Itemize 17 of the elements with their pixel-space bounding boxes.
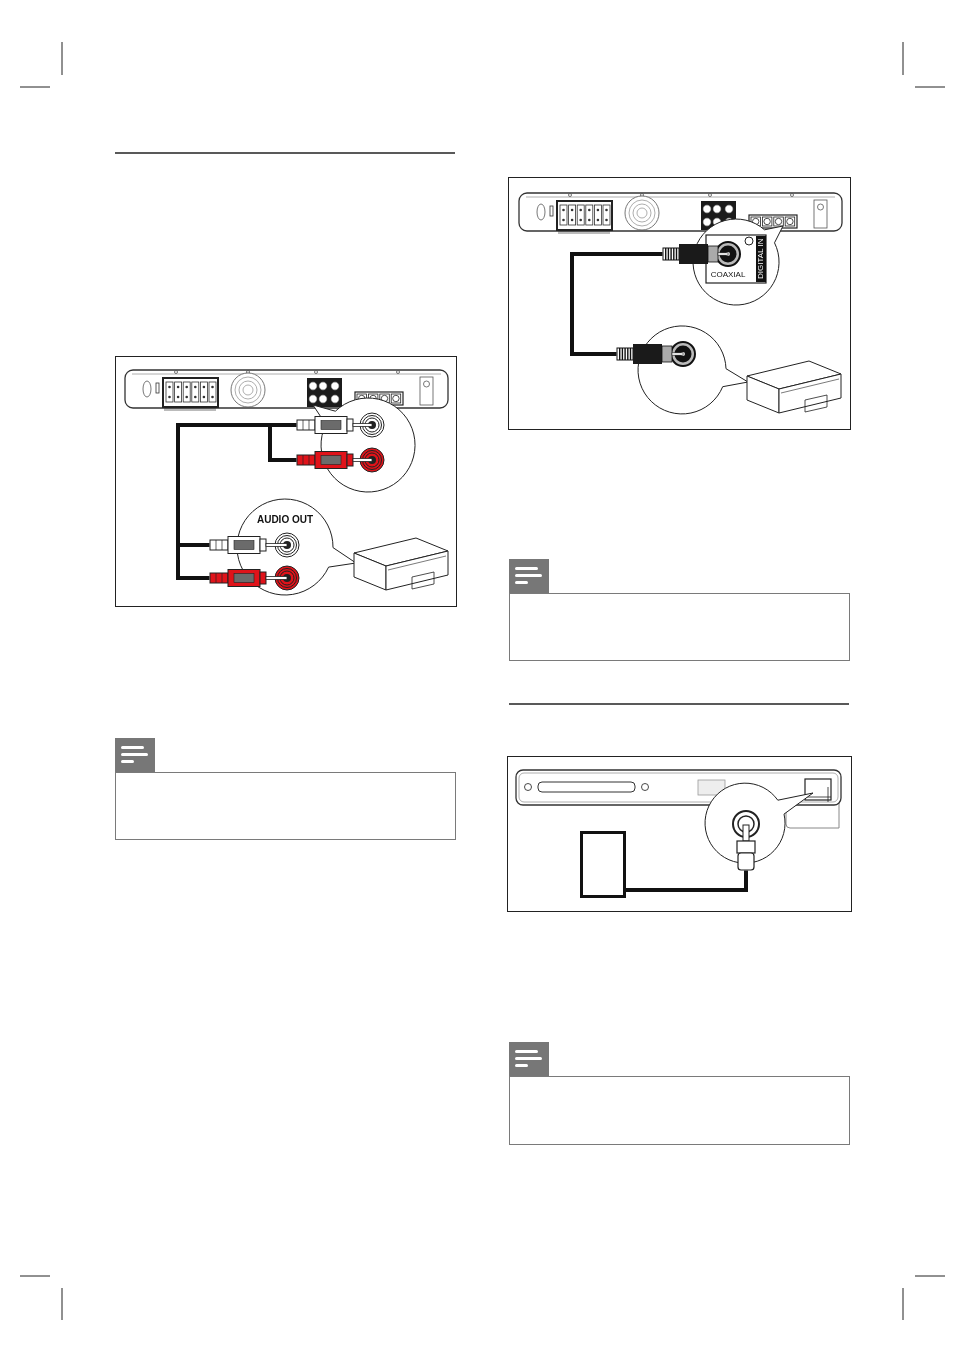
plug: [736, 824, 756, 871]
coaxial-plug: [616, 344, 684, 364]
cable: [626, 870, 748, 892]
rca-plug: [296, 451, 373, 469]
coaxial-cable: [570, 252, 663, 356]
jack-label: COAXIAL: [710, 271, 746, 279]
outlined-box: [580, 831, 626, 898]
rca-plug: [296, 416, 373, 434]
audio-cable: [176, 423, 297, 580]
jack-label: AUDIO OUT: [256, 515, 314, 525]
coaxial-plug: [662, 244, 729, 264]
rca-plug: [209, 569, 288, 587]
jack-label: DIGITAL IN: [755, 236, 766, 282]
rca-plug: [209, 536, 288, 554]
note-box: [509, 1076, 850, 1145]
note-box: [509, 593, 850, 661]
note-box: [115, 772, 456, 840]
